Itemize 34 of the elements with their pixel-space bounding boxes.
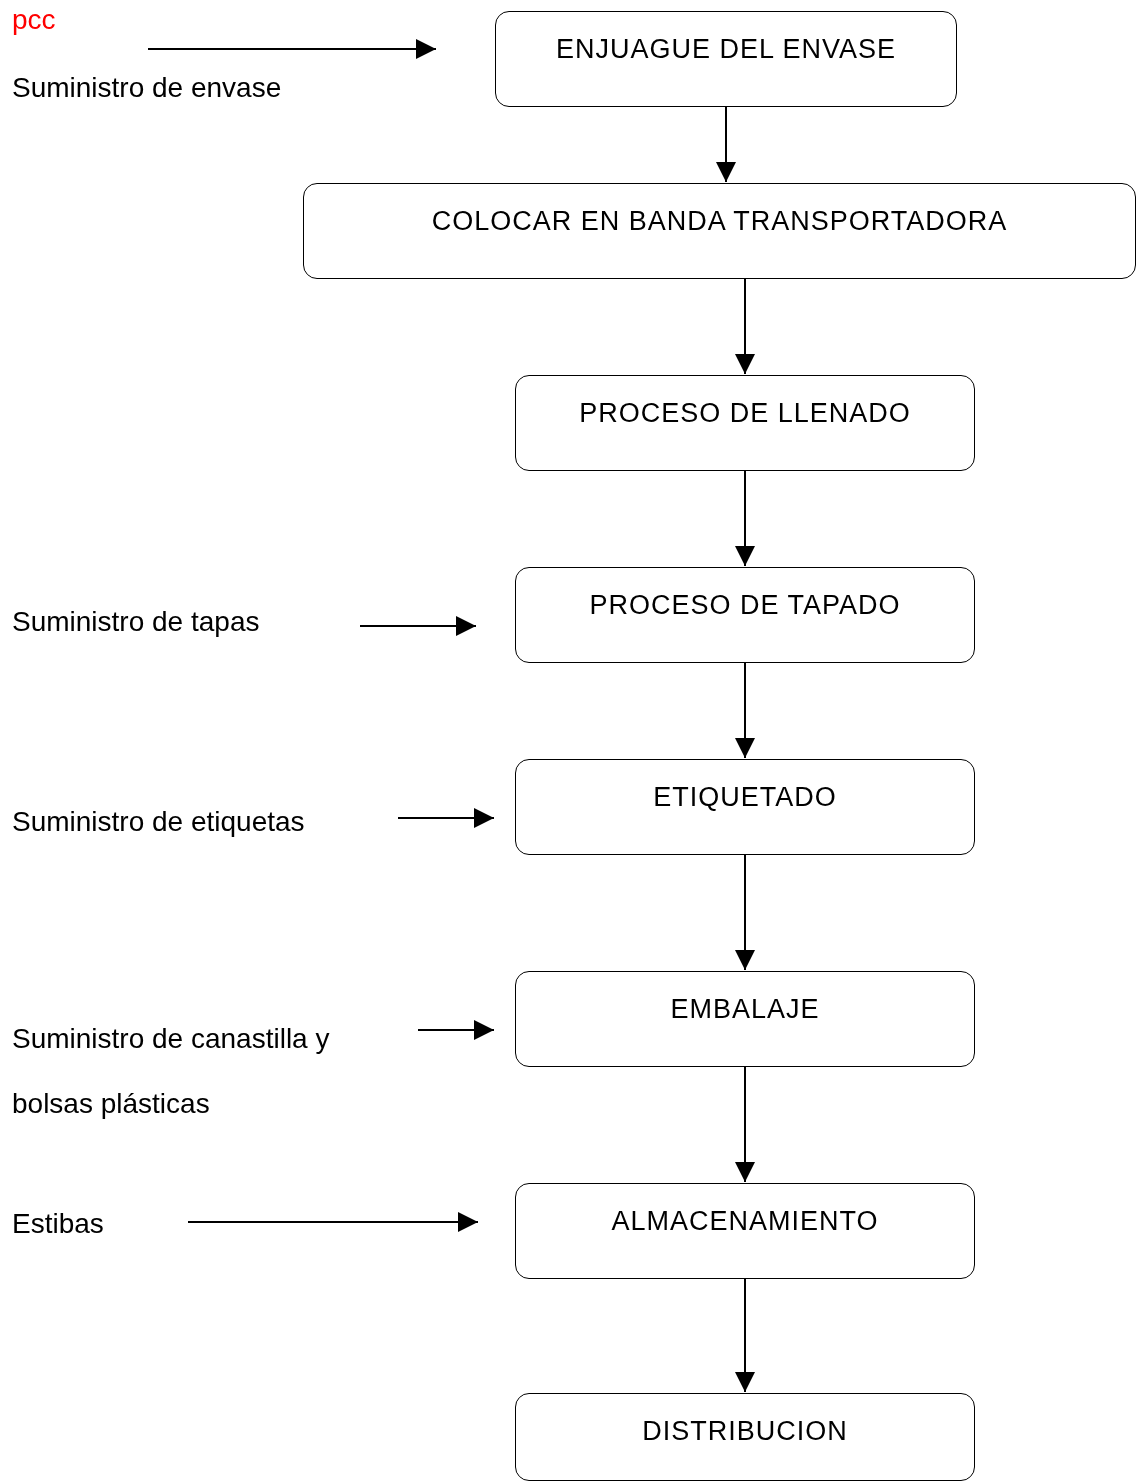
process-box bbox=[515, 1393, 975, 1481]
arrow bbox=[735, 662, 755, 759]
arrow bbox=[716, 106, 736, 183]
process-box bbox=[515, 971, 975, 1067]
process-box bbox=[515, 759, 975, 855]
process-label: COLOCAR EN BANDA TRANSPORTADORA bbox=[430, 206, 1009, 237]
arrow bbox=[735, 470, 755, 567]
process-box bbox=[303, 183, 1136, 279]
process-box bbox=[515, 567, 975, 663]
process-label: EMBALAJE bbox=[669, 994, 821, 1025]
arrow bbox=[187, 1212, 479, 1232]
arrow bbox=[735, 278, 755, 375]
process-label: ETIQUETADO bbox=[652, 782, 838, 813]
process-label: PROCESO DE LLENADO bbox=[578, 398, 912, 429]
arrow bbox=[417, 1020, 495, 1040]
process-label: ENJUAGUE DEL ENVASE bbox=[554, 34, 898, 65]
arrow bbox=[735, 854, 755, 971]
process-box bbox=[495, 11, 957, 107]
arrow bbox=[735, 1066, 755, 1183]
arrow bbox=[147, 39, 437, 59]
process-label: PROCESO DE TAPADO bbox=[588, 590, 902, 621]
arrow bbox=[397, 808, 495, 828]
process-box bbox=[515, 375, 975, 471]
process-label: ALMACENAMIENTO bbox=[610, 1206, 880, 1237]
input-label: Suministro de canastilla y bolsas plásticas bbox=[12, 1006, 402, 1136]
input-label: Suministro de etiquetas bbox=[12, 804, 305, 840]
process-box bbox=[515, 1183, 975, 1279]
process-label: DISTRIBUCION bbox=[641, 1416, 849, 1447]
note-label: pcc bbox=[12, 4, 56, 36]
input-label: Suministro de tapas bbox=[12, 604, 260, 640]
input-label: Suministro de envase bbox=[12, 70, 282, 106]
input-label: Estibas bbox=[12, 1206, 104, 1242]
arrow bbox=[735, 1278, 755, 1393]
arrow bbox=[359, 616, 477, 636]
